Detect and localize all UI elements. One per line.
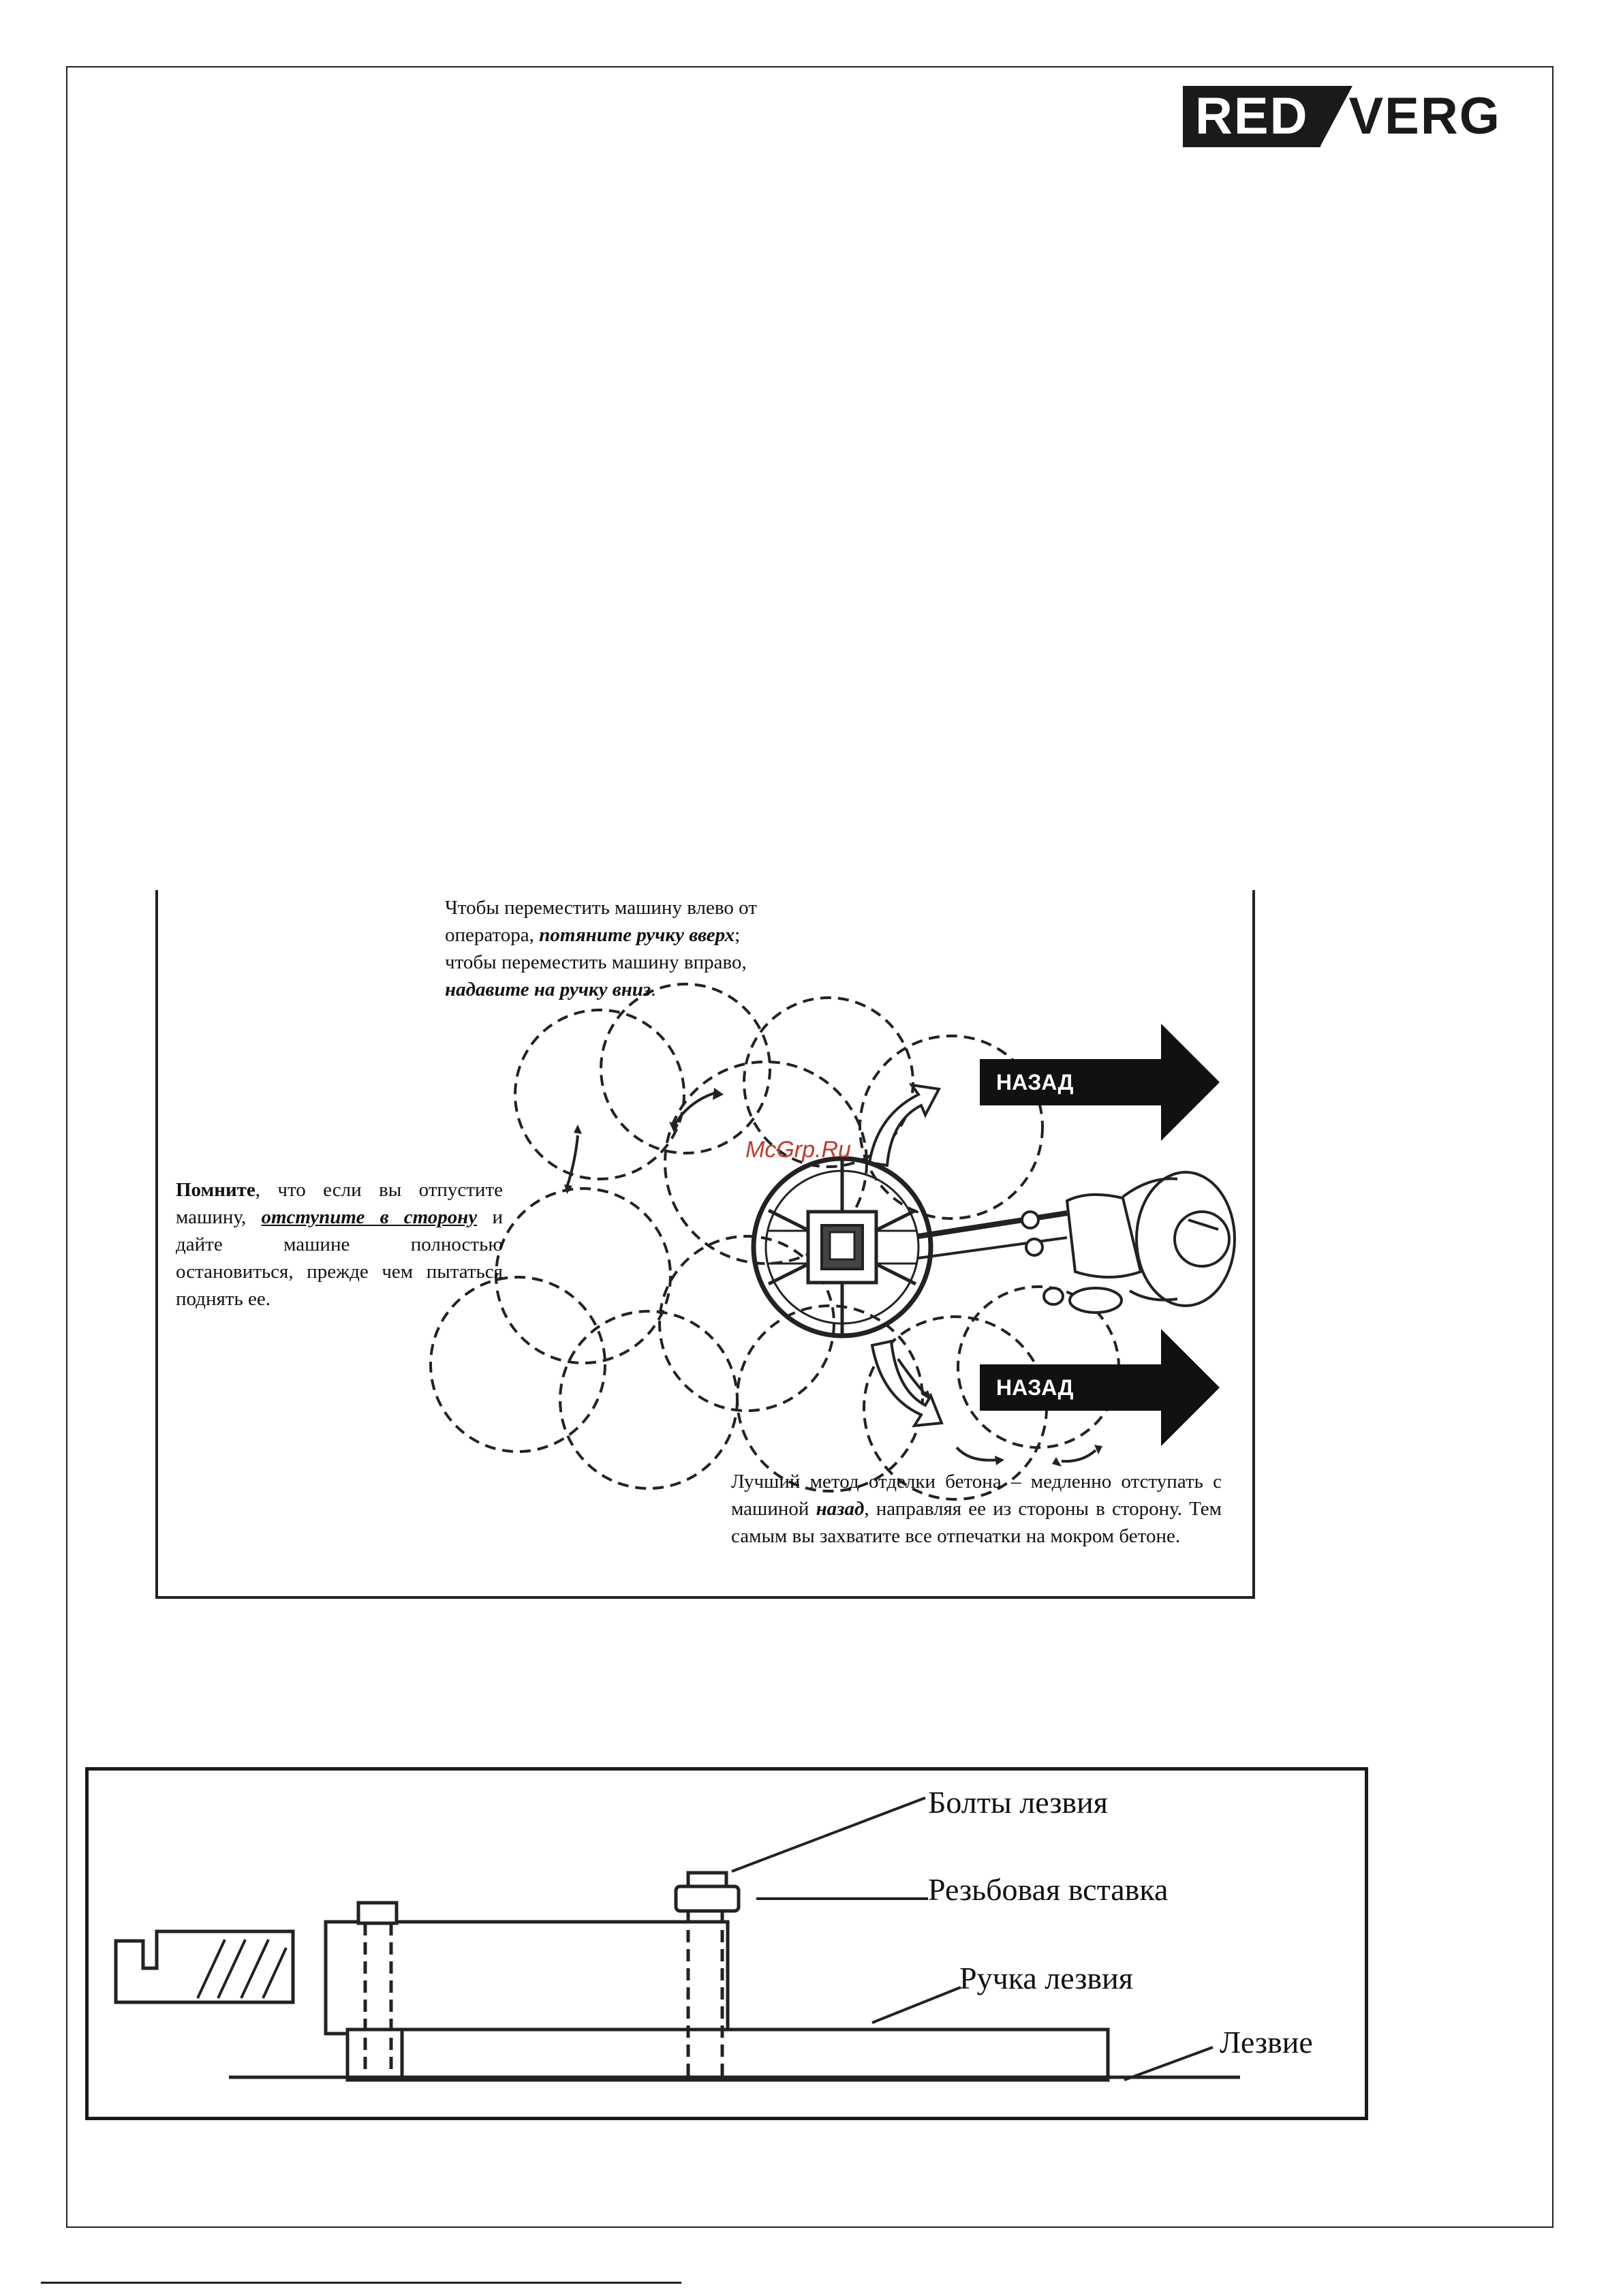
operator-figure — [1021, 1171, 1236, 1314]
bottom-method-text: Лучший метод отделки бетона – медленно о… — [731, 1468, 1222, 1550]
top-instruction-text: Чтобы переместить машину влево от операт… — [445, 894, 854, 1003]
large-curved-arrows — [867, 1083, 944, 1428]
figure-border-left — [155, 890, 158, 1599]
logo-notch — [1320, 86, 1353, 147]
figure-border-right — [1252, 890, 1255, 1599]
blade-assembly-diagram — [114, 1796, 1240, 2082]
text-line: оператора, — [445, 924, 540, 946]
label-threaded-insert: Резьбовая вставка — [928, 1872, 1169, 1907]
footer-line — [41, 2282, 681, 2284]
arrow-back-bottom-label: НАЗАД — [996, 1375, 1074, 1400]
emphasis-text: надавите на ручку вниз — [445, 979, 651, 1000]
text-line: ; — [735, 924, 741, 946]
text-line: . — [651, 979, 656, 1000]
trowel-movement-diagram — [429, 983, 1236, 1501]
label-blade: Лезвие — [1220, 2025, 1313, 2060]
emphasis-text: назад — [816, 1498, 865, 1520]
text-line: , направляя ее из стороны в сторону. Тем… — [731, 1498, 1222, 1547]
blade-assembly-parts — [114, 1796, 1240, 2082]
label-blade-bolts: Болты лезвия — [928, 1785, 1108, 1820]
label-blade-handle: Ручка лезвия — [959, 1961, 1133, 1995]
arrow-back-top-label: НАЗАД — [996, 1070, 1074, 1095]
figure-border-bottom — [155, 1596, 1255, 1599]
underlined-emphasis-text: отступите в сторону — [261, 1206, 478, 1228]
text-line: и дайте машине полностью остановиться, п… — [176, 1206, 503, 1310]
page-frame — [66, 66, 1554, 2228]
arrow-back-top — [980, 1024, 1220, 1141]
emphasis-text: потяните ручку вверх — [539, 924, 735, 946]
trowel-movement-figure: McGrp.Ru Чтобы переместить машину влево … — [155, 890, 1255, 1599]
power-trowel-machine — [751, 1156, 1068, 1338]
text-line: Лучший метод отделки бетона – медленно о… — [731, 1471, 1222, 1520]
bold-text: Помните — [176, 1179, 256, 1201]
blade-assembly-figure: Болты лезвия Резьбовая вставка Ручка лез… — [85, 1767, 1368, 2120]
text-line: Чтобы переместить машину влево от — [445, 897, 757, 919]
arrow-back-bottom — [980, 1329, 1220, 1446]
logo-verg-part: VERG — [1348, 87, 1501, 145]
watermark: McGrp.Ru — [745, 1137, 851, 1163]
left-warning-text: Помните, что если вы отпустите машину, о… — [176, 1176, 503, 1313]
brand-logo: RED VERG — [1183, 86, 1501, 147]
text-line: чтобы переместить машину вправо, — [445, 951, 747, 973]
logo-red-part: RED — [1183, 86, 1321, 147]
text-line: , что если вы отпустите машину, — [176, 1179, 503, 1228]
